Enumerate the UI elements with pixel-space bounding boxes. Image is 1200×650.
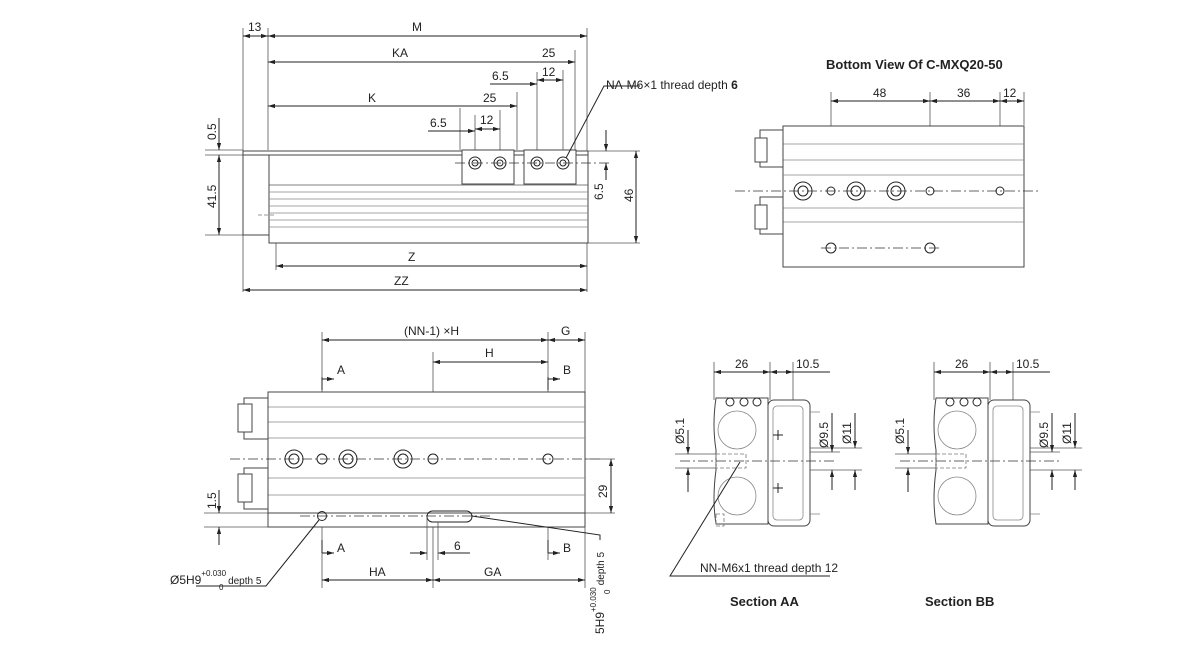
section-aa-title: Section AA — [730, 594, 799, 609]
aa-dim-26: 26 — [735, 357, 749, 371]
dim-6: 6 — [454, 539, 461, 553]
dim-36: 36 — [957, 86, 971, 100]
section-bb-title: Section BB — [925, 594, 994, 609]
section-mark-b-top: B — [563, 363, 571, 377]
pin-callout-lower: 0 — [219, 583, 224, 592]
slot-callout-lower: 0 — [603, 589, 612, 594]
pin-callout-main: Ø5H9 — [170, 573, 202, 587]
dim-46: 46 — [622, 188, 636, 202]
slot-callout-main: 5H9 — [593, 612, 607, 634]
bb-dim-d9-5: Ø9.5 — [1037, 422, 1051, 448]
dim-ZZ: ZZ — [394, 274, 409, 288]
dim-12-bottom: 12 — [1003, 86, 1017, 100]
section-bb: 26 10.5 Ø5.1 Ø9.5 Ø11 Section BB — [893, 357, 1082, 609]
dim-25-top: 25 — [542, 46, 556, 60]
bottom-view-title: Bottom View Of C-MXQ20-50 — [826, 57, 1003, 72]
dim-13: 13 — [248, 20, 262, 34]
dim-HA: HA — [369, 565, 386, 579]
dim-GA: GA — [484, 565, 501, 579]
dim-Z: Z — [408, 250, 415, 264]
pin-callout: Ø5H9+0.030depth 5 — [170, 569, 262, 587]
bb-dim-10-5: 10.5 — [1016, 357, 1040, 371]
dim-6-5-mid: 6.5 — [430, 116, 447, 130]
aa-dim-d11: Ø11 — [840, 422, 854, 444]
aa-dim-10-5: 10.5 — [796, 357, 820, 371]
dim-41-5: 41.5 — [205, 184, 219, 208]
pin-callout-depth: depth 5 — [228, 576, 262, 587]
dim-1-5: 1.5 — [205, 492, 219, 509]
dim-M: M — [412, 20, 422, 34]
bb-dim-d11: Ø11 — [1060, 422, 1074, 444]
dim-25-mid: 25 — [483, 91, 497, 105]
dim-48: 48 — [873, 86, 887, 100]
top-view: 13 M KA 25 6.5 12 K 25 6.5 12 Z ZZ 0.5 4… — [205, 20, 738, 293]
bb-dim-d5-1: Ø5.1 — [893, 418, 907, 444]
dim-G: G — [561, 324, 570, 338]
slot-callout: 5H9+0.030 depth 5 — [589, 551, 607, 634]
dim-K: K — [368, 91, 376, 105]
slot-callout-upper: +0.030 — [589, 587, 598, 612]
thread-note-text: NA-M6×1 thread depth — [606, 78, 731, 92]
dim-12-mid: 12 — [480, 113, 494, 127]
aa-dim-d5-1: Ø5.1 — [673, 418, 687, 444]
dim-6-5-vertical: 6.5 — [592, 183, 606, 200]
dim-nn-h: (NN-1) ×H — [404, 324, 459, 338]
bottom-view: Bottom View Of C-MXQ20-50 48 36 12 — [735, 57, 1040, 268]
side-view: (NN-1) ×H G H A B A B — [170, 324, 615, 634]
section-mark-a-bottom: A — [337, 541, 345, 555]
dim-29: 29 — [596, 484, 610, 498]
bb-dim-26: 26 — [955, 357, 969, 371]
thread-note-depth: 6 — [731, 78, 738, 92]
thread-note-top: NA-M6×1 thread depth 6 — [606, 78, 738, 92]
section-aa: 26 10.5 Ø5.1 Ø9.5 Ø11 NN-M6x1 thread dep… — [669, 357, 862, 609]
dim-12-top: 12 — [542, 65, 556, 79]
section-mark-a-top: A — [337, 363, 345, 377]
slot-callout-depth: depth 5 — [596, 551, 607, 585]
dim-6-5-top: 6.5 — [492, 69, 509, 83]
pin-callout-upper: +0.030 — [201, 569, 226, 578]
aa-thread-note: NN-M6x1 thread depth 12 — [700, 561, 838, 575]
dim-KA: KA — [392, 46, 408, 60]
dim-0-5: 0.5 — [205, 123, 219, 140]
aa-dim-d9-5: Ø9.5 — [817, 422, 831, 448]
dim-H: H — [485, 346, 494, 360]
section-mark-b-bottom: B — [563, 541, 571, 555]
